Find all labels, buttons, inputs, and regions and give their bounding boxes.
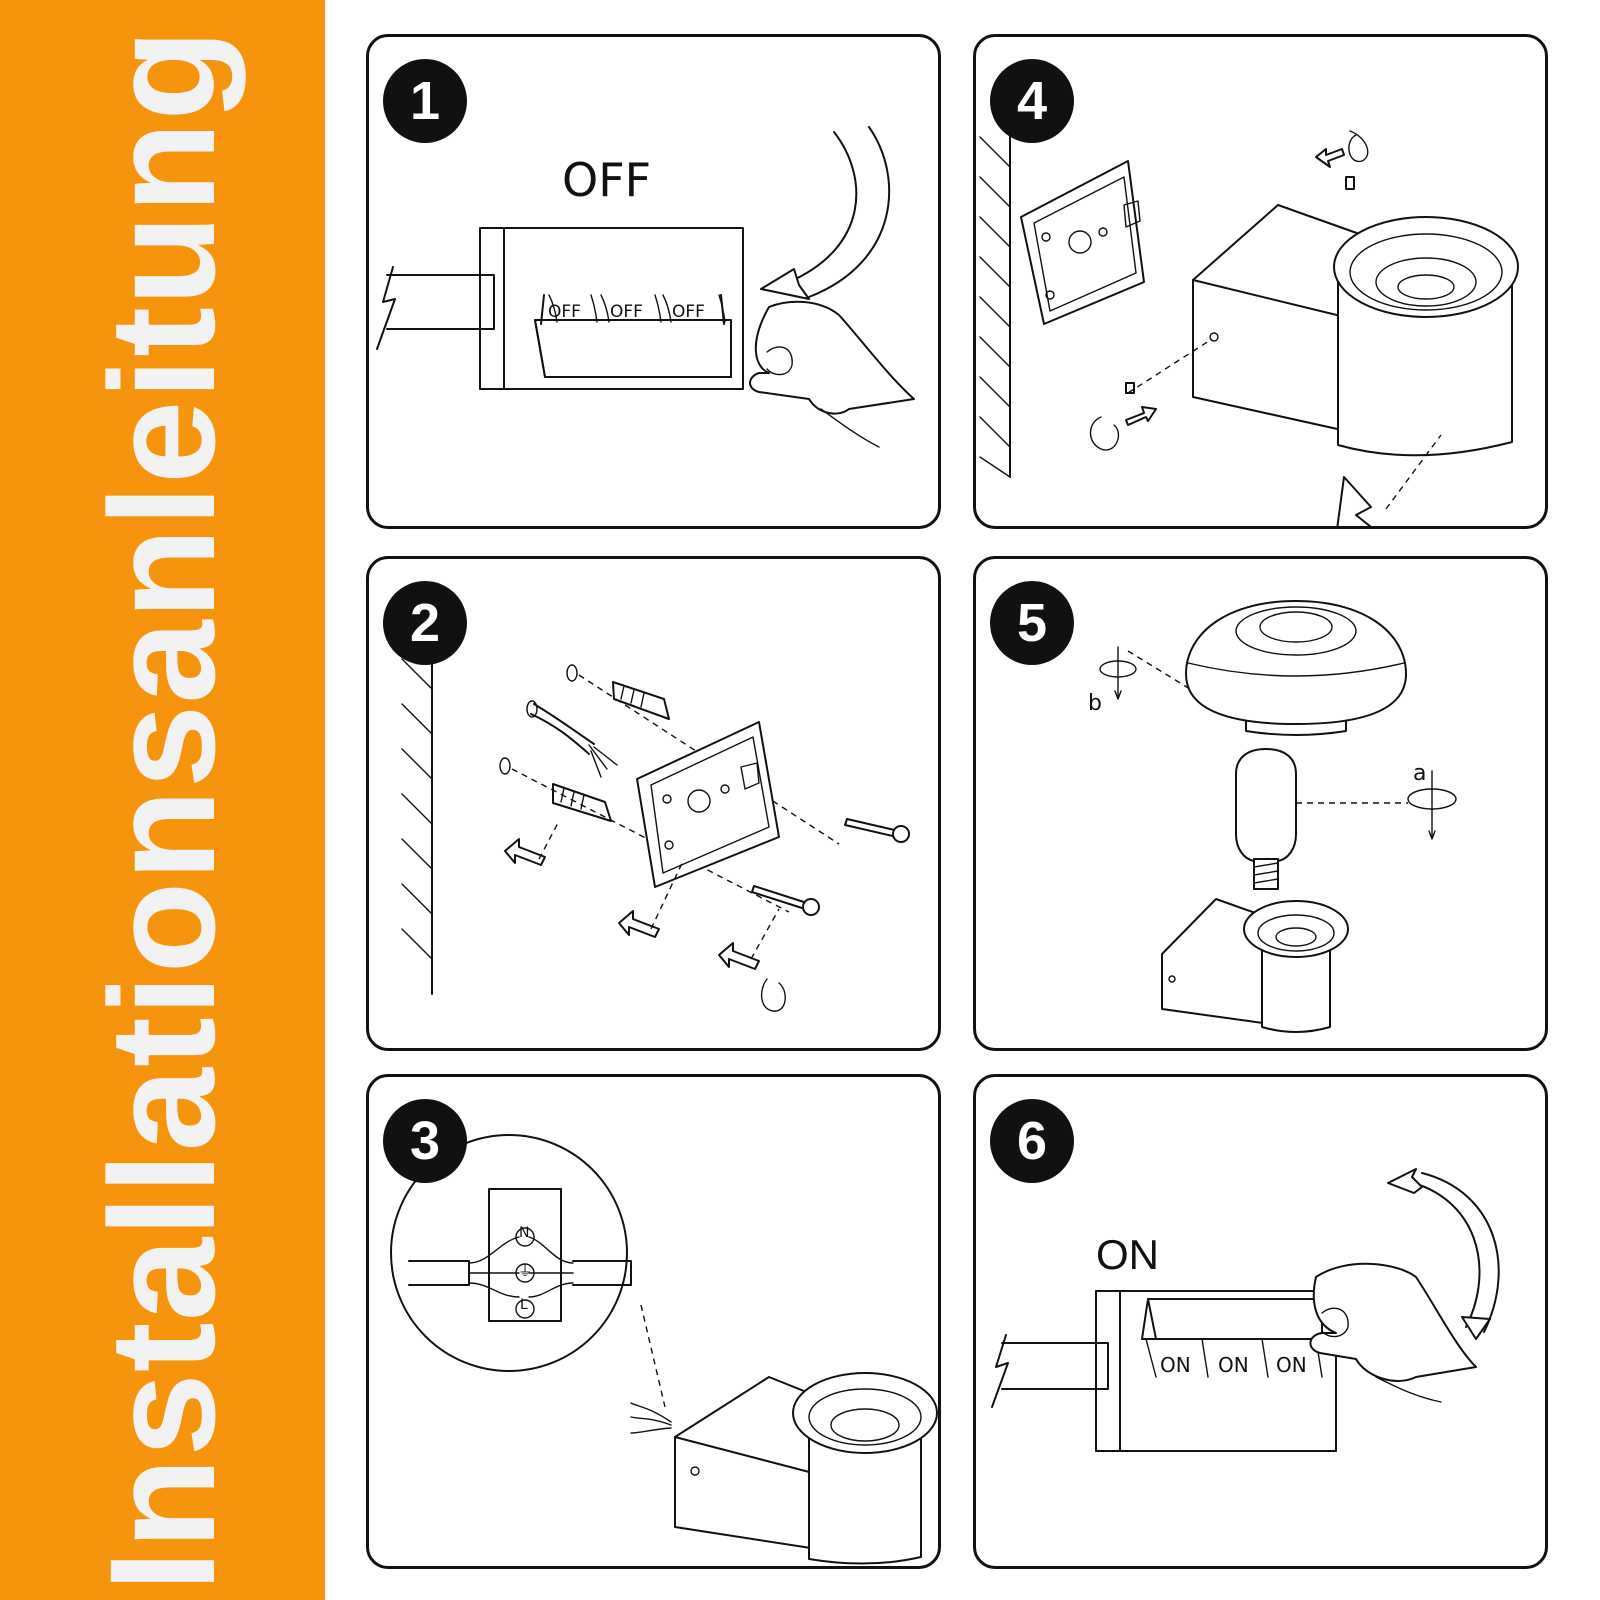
step-2-badge: 2: [383, 581, 467, 665]
step-4-illustration: [979, 126, 1519, 526]
terminal-label: ⏚: [518, 1264, 532, 1280]
rotation-label-b: b: [1088, 691, 1102, 716]
step-3-illustration: [390, 1134, 938, 1565]
wall-hatch-icon: [401, 648, 433, 995]
step-1-panel: 1 OFF OFF OFF OFF: [366, 34, 941, 529]
switch-label: OFF: [610, 302, 643, 322]
step-6-illustration: [991, 1168, 1500, 1452]
step-1-label: OFF: [562, 153, 652, 207]
terminal-block-icon: [408, 1188, 632, 1322]
cable-icon: [386, 274, 495, 330]
step-1-illustration: [376, 126, 915, 448]
step-6-panel: 6 ON ON ON ON: [973, 1074, 1548, 1569]
switch-label: ON: [1276, 1353, 1307, 1377]
step-4-badge: 4: [990, 59, 1074, 143]
lamp-body-icon: [1192, 204, 1519, 457]
step-2-panel: 2: [366, 556, 941, 1051]
rotate-icon: [1099, 646, 1137, 700]
sidebar: Installationsanleitung: [0, 0, 325, 1600]
screw-icon: [844, 818, 910, 843]
mounting-plate-icon: [636, 721, 780, 888]
switch-label: OFF: [672, 302, 705, 322]
step-6-badge: 6: [990, 1099, 1074, 1183]
wall-hatch-icon: [979, 126, 1011, 478]
lamp-body-icon: [674, 1372, 938, 1565]
rotation-label-a: a: [1413, 761, 1427, 786]
step-5-badge: 5: [990, 581, 1074, 665]
switch-label: ON: [1218, 1353, 1249, 1377]
shade-icon: [1185, 600, 1407, 736]
hand-icon: [749, 300, 915, 415]
step-4-panel: 4: [973, 34, 1548, 529]
step-5-illustration: [1099, 600, 1457, 1033]
screw-icon: [751, 885, 820, 916]
page-title: Installationsanleitung: [78, 28, 246, 1592]
switch-label: ON: [1160, 1353, 1191, 1377]
zoom-detail: [390, 1134, 628, 1372]
step-3-panel: 3 N ⏚ L: [366, 1074, 941, 1569]
step-3-badge: 3: [383, 1099, 467, 1183]
terminal-label: N: [519, 1225, 530, 1241]
step-5-panel: 5: [973, 556, 1548, 1051]
rotate-icon: [1407, 770, 1457, 840]
hand-icon: [1309, 1262, 1477, 1382]
step-2-illustration: [401, 648, 910, 1012]
switch-label: OFF: [548, 302, 581, 322]
mounting-plate-icon: [1020, 160, 1145, 325]
terminal-label: L: [520, 1297, 528, 1313]
curved-arrow-icon: [788, 126, 891, 298]
bulb-icon: [1235, 748, 1297, 890]
step-1-badge: 1: [383, 59, 467, 143]
step-6-label: ON: [1096, 1231, 1159, 1278]
lamp-body-icon: [1161, 898, 1349, 1033]
curved-arrow-icon: [1405, 1172, 1500, 1333]
